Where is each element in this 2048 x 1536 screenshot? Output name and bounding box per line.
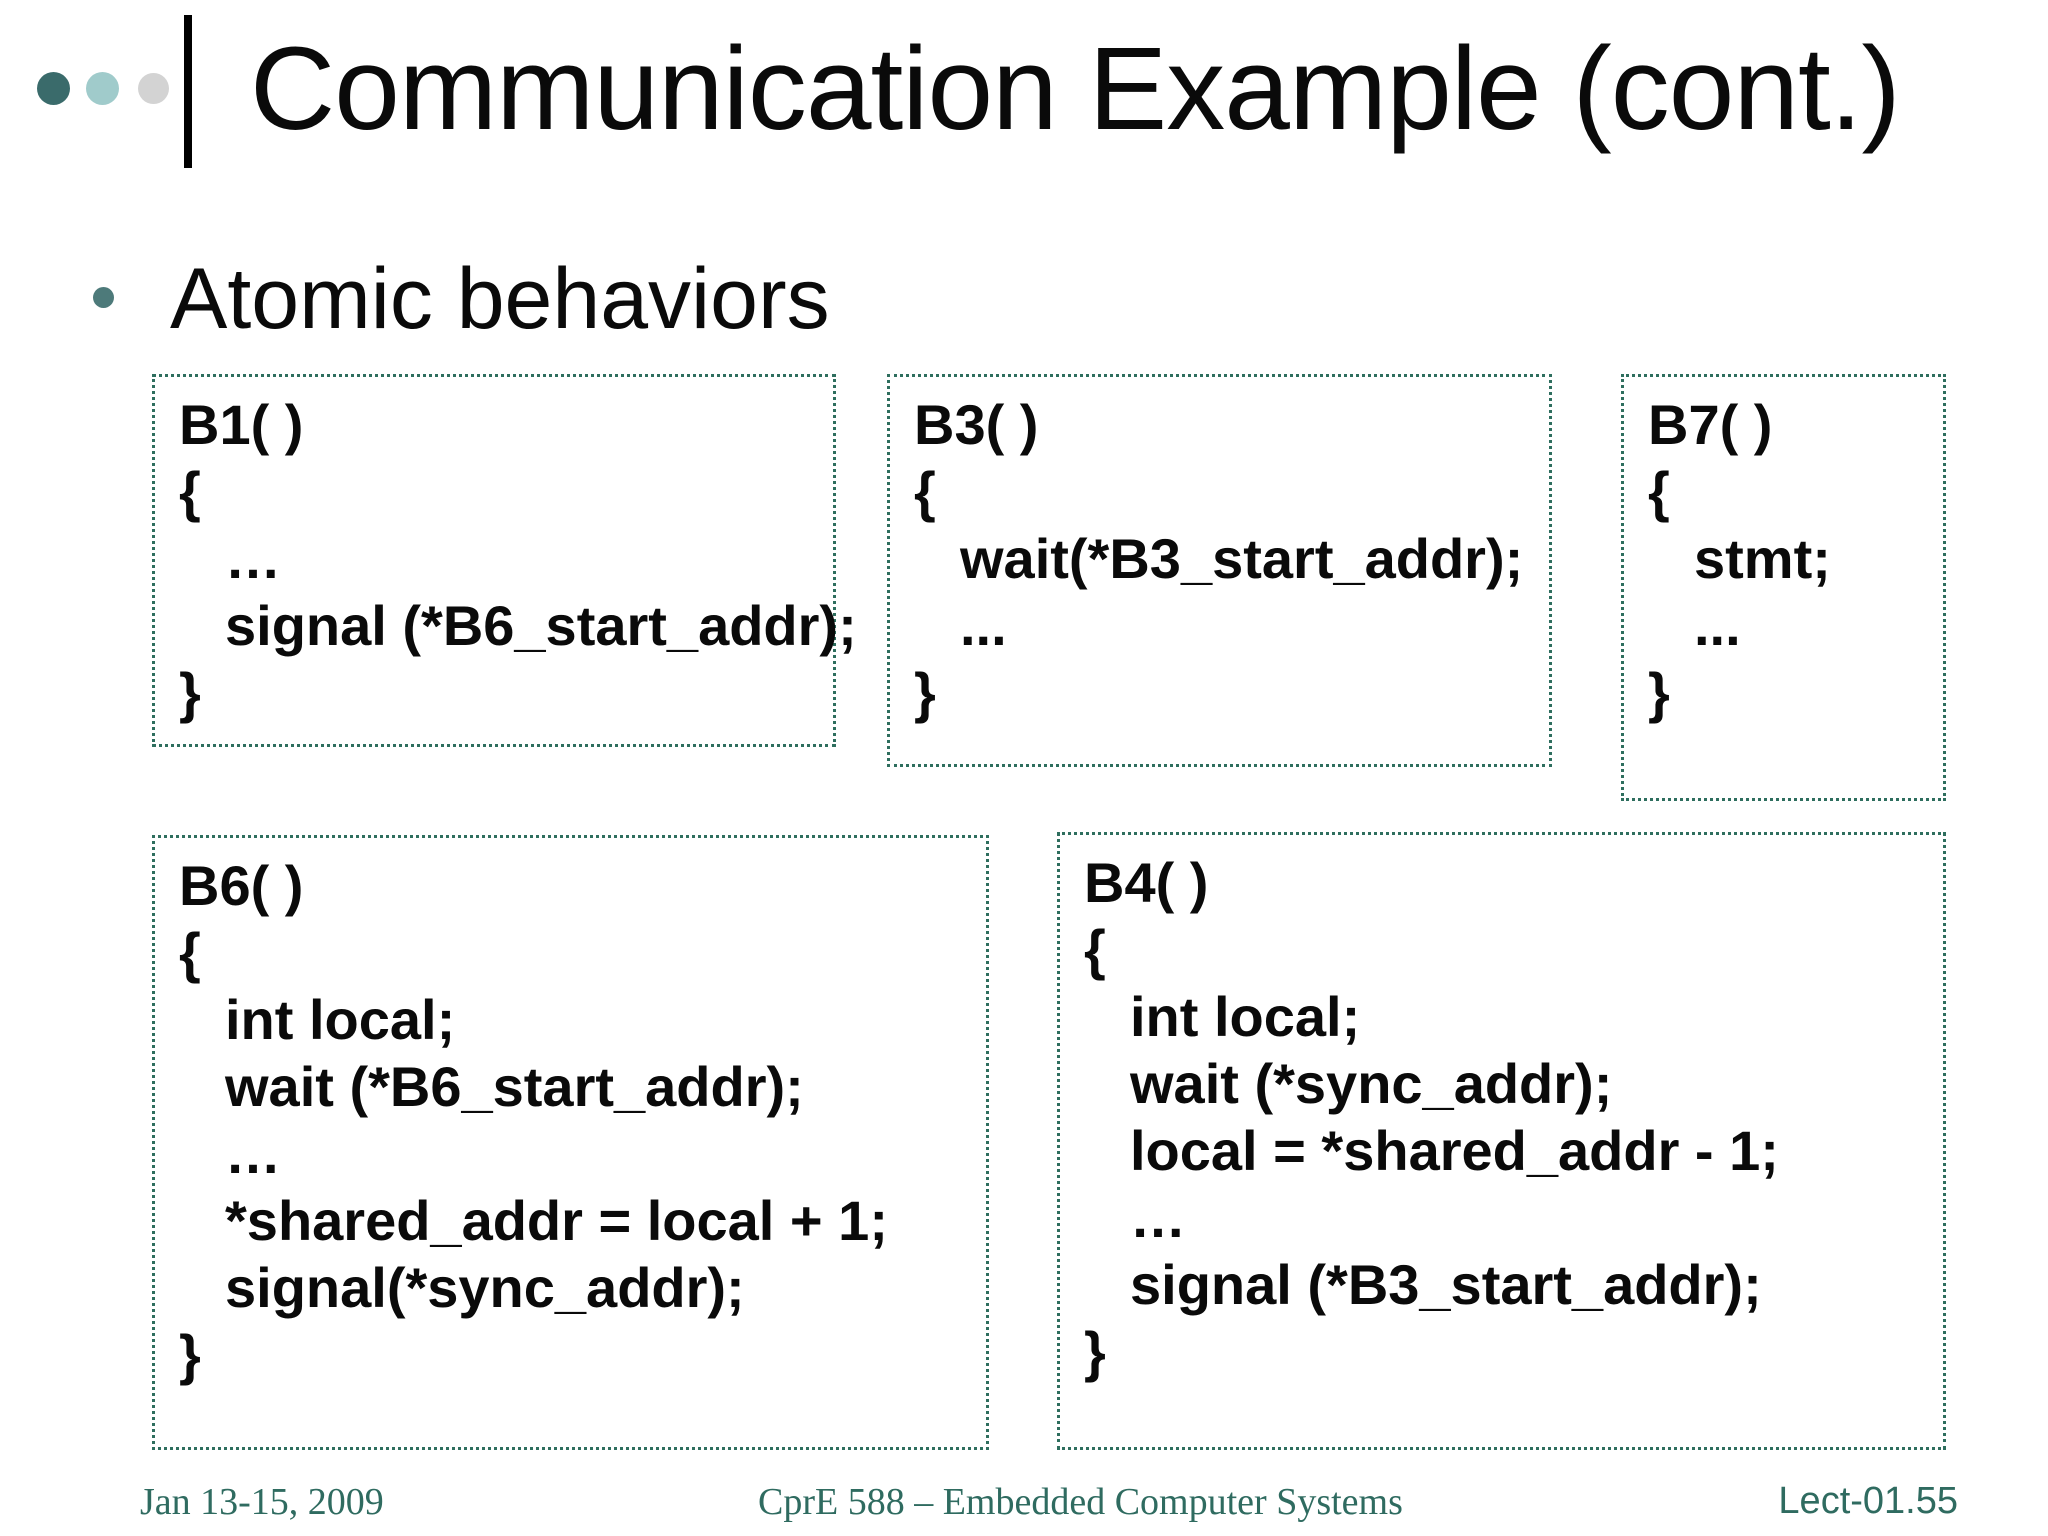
code-line: } xyxy=(179,661,201,724)
page-title: Communication Example (cont.) xyxy=(250,23,1901,155)
code-line: B3( ) xyxy=(914,393,1039,456)
dark-teal-dot-icon xyxy=(37,72,70,105)
code-line: local = *shared_addr - 1; xyxy=(1130,1119,1779,1182)
code-line: wait (*sync_addr); xyxy=(1130,1052,1613,1115)
bullet-dot-icon xyxy=(93,287,114,308)
code-line: { xyxy=(1648,460,1670,523)
code-line: { xyxy=(914,460,936,523)
code-line: wait (*B6_start_addr); xyxy=(225,1055,804,1118)
code-line: ... xyxy=(960,594,1007,657)
code-box-b6: B6( ){ int local;wait (*B6_start_addr);…*… xyxy=(152,835,989,1450)
code-line: } xyxy=(914,661,936,724)
code-line: B7( ) xyxy=(1648,393,1773,456)
code-line: … xyxy=(225,527,281,590)
bullet-text: Atomic behaviors xyxy=(170,251,830,347)
code-line: B4( ) xyxy=(1084,851,1209,914)
code-line: } xyxy=(1648,661,1670,724)
code-line: ... xyxy=(1694,594,1741,657)
footer-date: Jan 13-15, 2009 xyxy=(140,1481,384,1523)
code-line: signal(*sync_addr); xyxy=(225,1256,745,1319)
footer-lecture-number: Lect-01.55 xyxy=(1778,1480,1958,1522)
code-line: } xyxy=(1084,1320,1106,1383)
code-line: } xyxy=(179,1323,201,1386)
gray-dot-icon xyxy=(138,73,169,104)
code-line: B1( ) xyxy=(179,393,304,456)
code-box-b3: B3( ){ wait(*B3_start_addr);...} xyxy=(887,374,1552,767)
code-line: signal (*B3_start_addr); xyxy=(1130,1253,1762,1316)
code-line: *shared_addr = local + 1; xyxy=(225,1189,888,1252)
code-box-b4: B4( ){ int local;wait (*sync_addr);local … xyxy=(1057,832,1946,1450)
code-line: … xyxy=(225,1122,281,1185)
code-line: wait(*B3_start_addr); xyxy=(960,527,1524,590)
light-teal-dot-icon xyxy=(86,72,119,105)
code-line: … xyxy=(1130,1186,1186,1249)
code-line: { xyxy=(179,460,201,523)
code-line: int local; xyxy=(1130,985,1361,1048)
code-line: stmt; xyxy=(1694,527,1831,590)
code-line: { xyxy=(1084,918,1106,981)
code-line: B6( ) xyxy=(179,854,304,917)
code-box-b7: B7( ){ stmt;...} xyxy=(1621,374,1946,801)
code-line: { xyxy=(179,921,201,984)
footer-course-title: CprE 588 – Embedded Computer Systems xyxy=(758,1481,1403,1523)
code-line: signal (*B6_start_addr); xyxy=(225,594,857,657)
code-line: int local; xyxy=(225,988,456,1051)
title-divider-bar xyxy=(184,15,192,168)
code-box-b1: B1( ){ …signal (*B6_start_addr);} xyxy=(152,374,857,747)
